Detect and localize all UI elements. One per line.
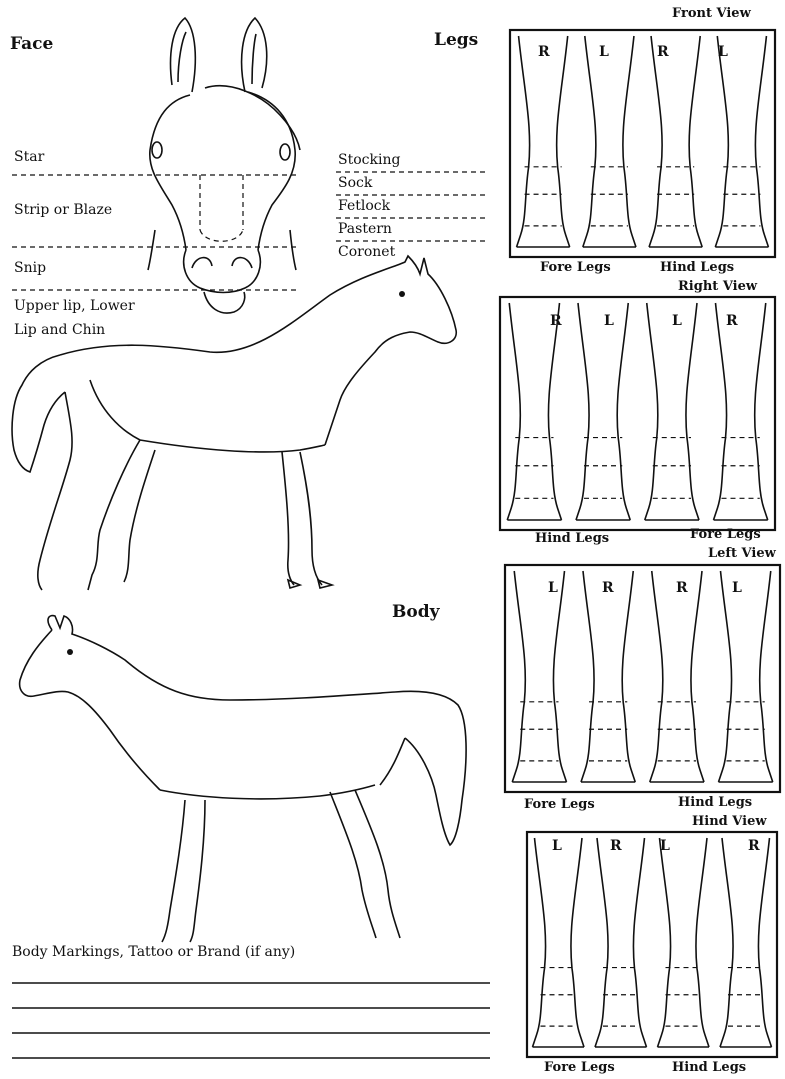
right-view-letter-3: L [672, 313, 682, 329]
left-view-panel [505, 565, 780, 792]
right-view-leg-3 [645, 303, 699, 520]
right-view-leg-4 [714, 303, 768, 520]
hind-view-left-caption: Fore Legs [544, 1060, 615, 1075]
body-markings-label: Body Markings, Tattoo or Brand (if any) [12, 944, 295, 960]
horse-side-drawing-left [20, 616, 466, 942]
hind-view-leg-3 [658, 838, 710, 1047]
left-view-letter-3: R [676, 580, 688, 596]
snip-label: Snip [14, 260, 46, 276]
hind-view-title: Hind View [692, 814, 767, 829]
right-view-letter-4: R [726, 313, 738, 329]
face-guide-lines [12, 175, 300, 290]
hind-view-leg-1 [533, 838, 585, 1047]
front-view-letter-2: L [599, 44, 609, 60]
front-view-leg-4 [715, 36, 768, 247]
front-view-right-caption: Hind Legs [660, 260, 734, 275]
hind-view-right-caption: Hind Legs [672, 1060, 746, 1075]
left-view-leg-4 [719, 571, 773, 782]
hind-view-letter-3: L [660, 838, 670, 854]
front-view-title: Front View [672, 6, 751, 21]
front-view-leg-2 [583, 36, 636, 247]
body-markings-lines [12, 983, 490, 1058]
strip-blaze-label: Strip or Blaze [14, 202, 112, 218]
right-view-leg-2 [576, 303, 630, 520]
hind-view-letter-1: L [552, 838, 562, 854]
left-view-left-caption: Fore Legs [524, 797, 595, 812]
front-view-letter-4: L [718, 44, 728, 60]
left-view-letter-1: L [548, 580, 558, 596]
hind-view-leg-2 [595, 838, 647, 1047]
stocking-label: Stocking [338, 152, 400, 168]
left-view-leg-1 [512, 571, 566, 782]
front-view-left-caption: Fore Legs [540, 260, 611, 275]
left-view-title: Left View [708, 546, 776, 561]
front-view-panel [510, 30, 775, 257]
hind-view-letter-4: R [748, 838, 760, 854]
right-view-leg-1 [507, 303, 561, 520]
hind-view-panel [527, 832, 777, 1057]
right-view-letter-1: R [550, 313, 562, 329]
legs-heading: Legs [434, 30, 478, 50]
right-view-left-caption: Hind Legs [535, 531, 609, 546]
left-view-leg-3 [650, 571, 704, 782]
body-heading: Body [392, 602, 439, 622]
fetlock-label: Fetlock [338, 198, 390, 214]
right-view-panel [500, 297, 775, 530]
pastern-label: Pastern [338, 221, 392, 237]
left-view-leg-2 [581, 571, 635, 782]
front-view-leg-1 [517, 36, 570, 247]
lip-label-line2: Lip and Chin [14, 322, 105, 338]
front-view-letter-3: R [657, 44, 669, 60]
front-view-leg-3 [649, 36, 702, 247]
front-view-letter-1: R [538, 44, 550, 60]
coronet-label: Coronet [338, 244, 395, 260]
lip-label-line1: Upper lip, Lower [14, 298, 135, 314]
right-view-title: Right View [678, 279, 757, 294]
face-heading: Face [10, 34, 53, 54]
hind-view-leg-4 [720, 838, 772, 1047]
star-label: Star [14, 149, 44, 165]
hind-view-letter-2: R [610, 838, 622, 854]
right-view-letter-2: L [604, 313, 614, 329]
sock-label: Sock [338, 175, 372, 191]
left-view-right-caption: Hind Legs [678, 795, 752, 810]
right-view-right-caption: Fore Legs [690, 527, 761, 542]
horse-face-drawing [148, 18, 300, 313]
left-view-letter-4: L [732, 580, 742, 596]
left-view-letter-2: R [602, 580, 614, 596]
